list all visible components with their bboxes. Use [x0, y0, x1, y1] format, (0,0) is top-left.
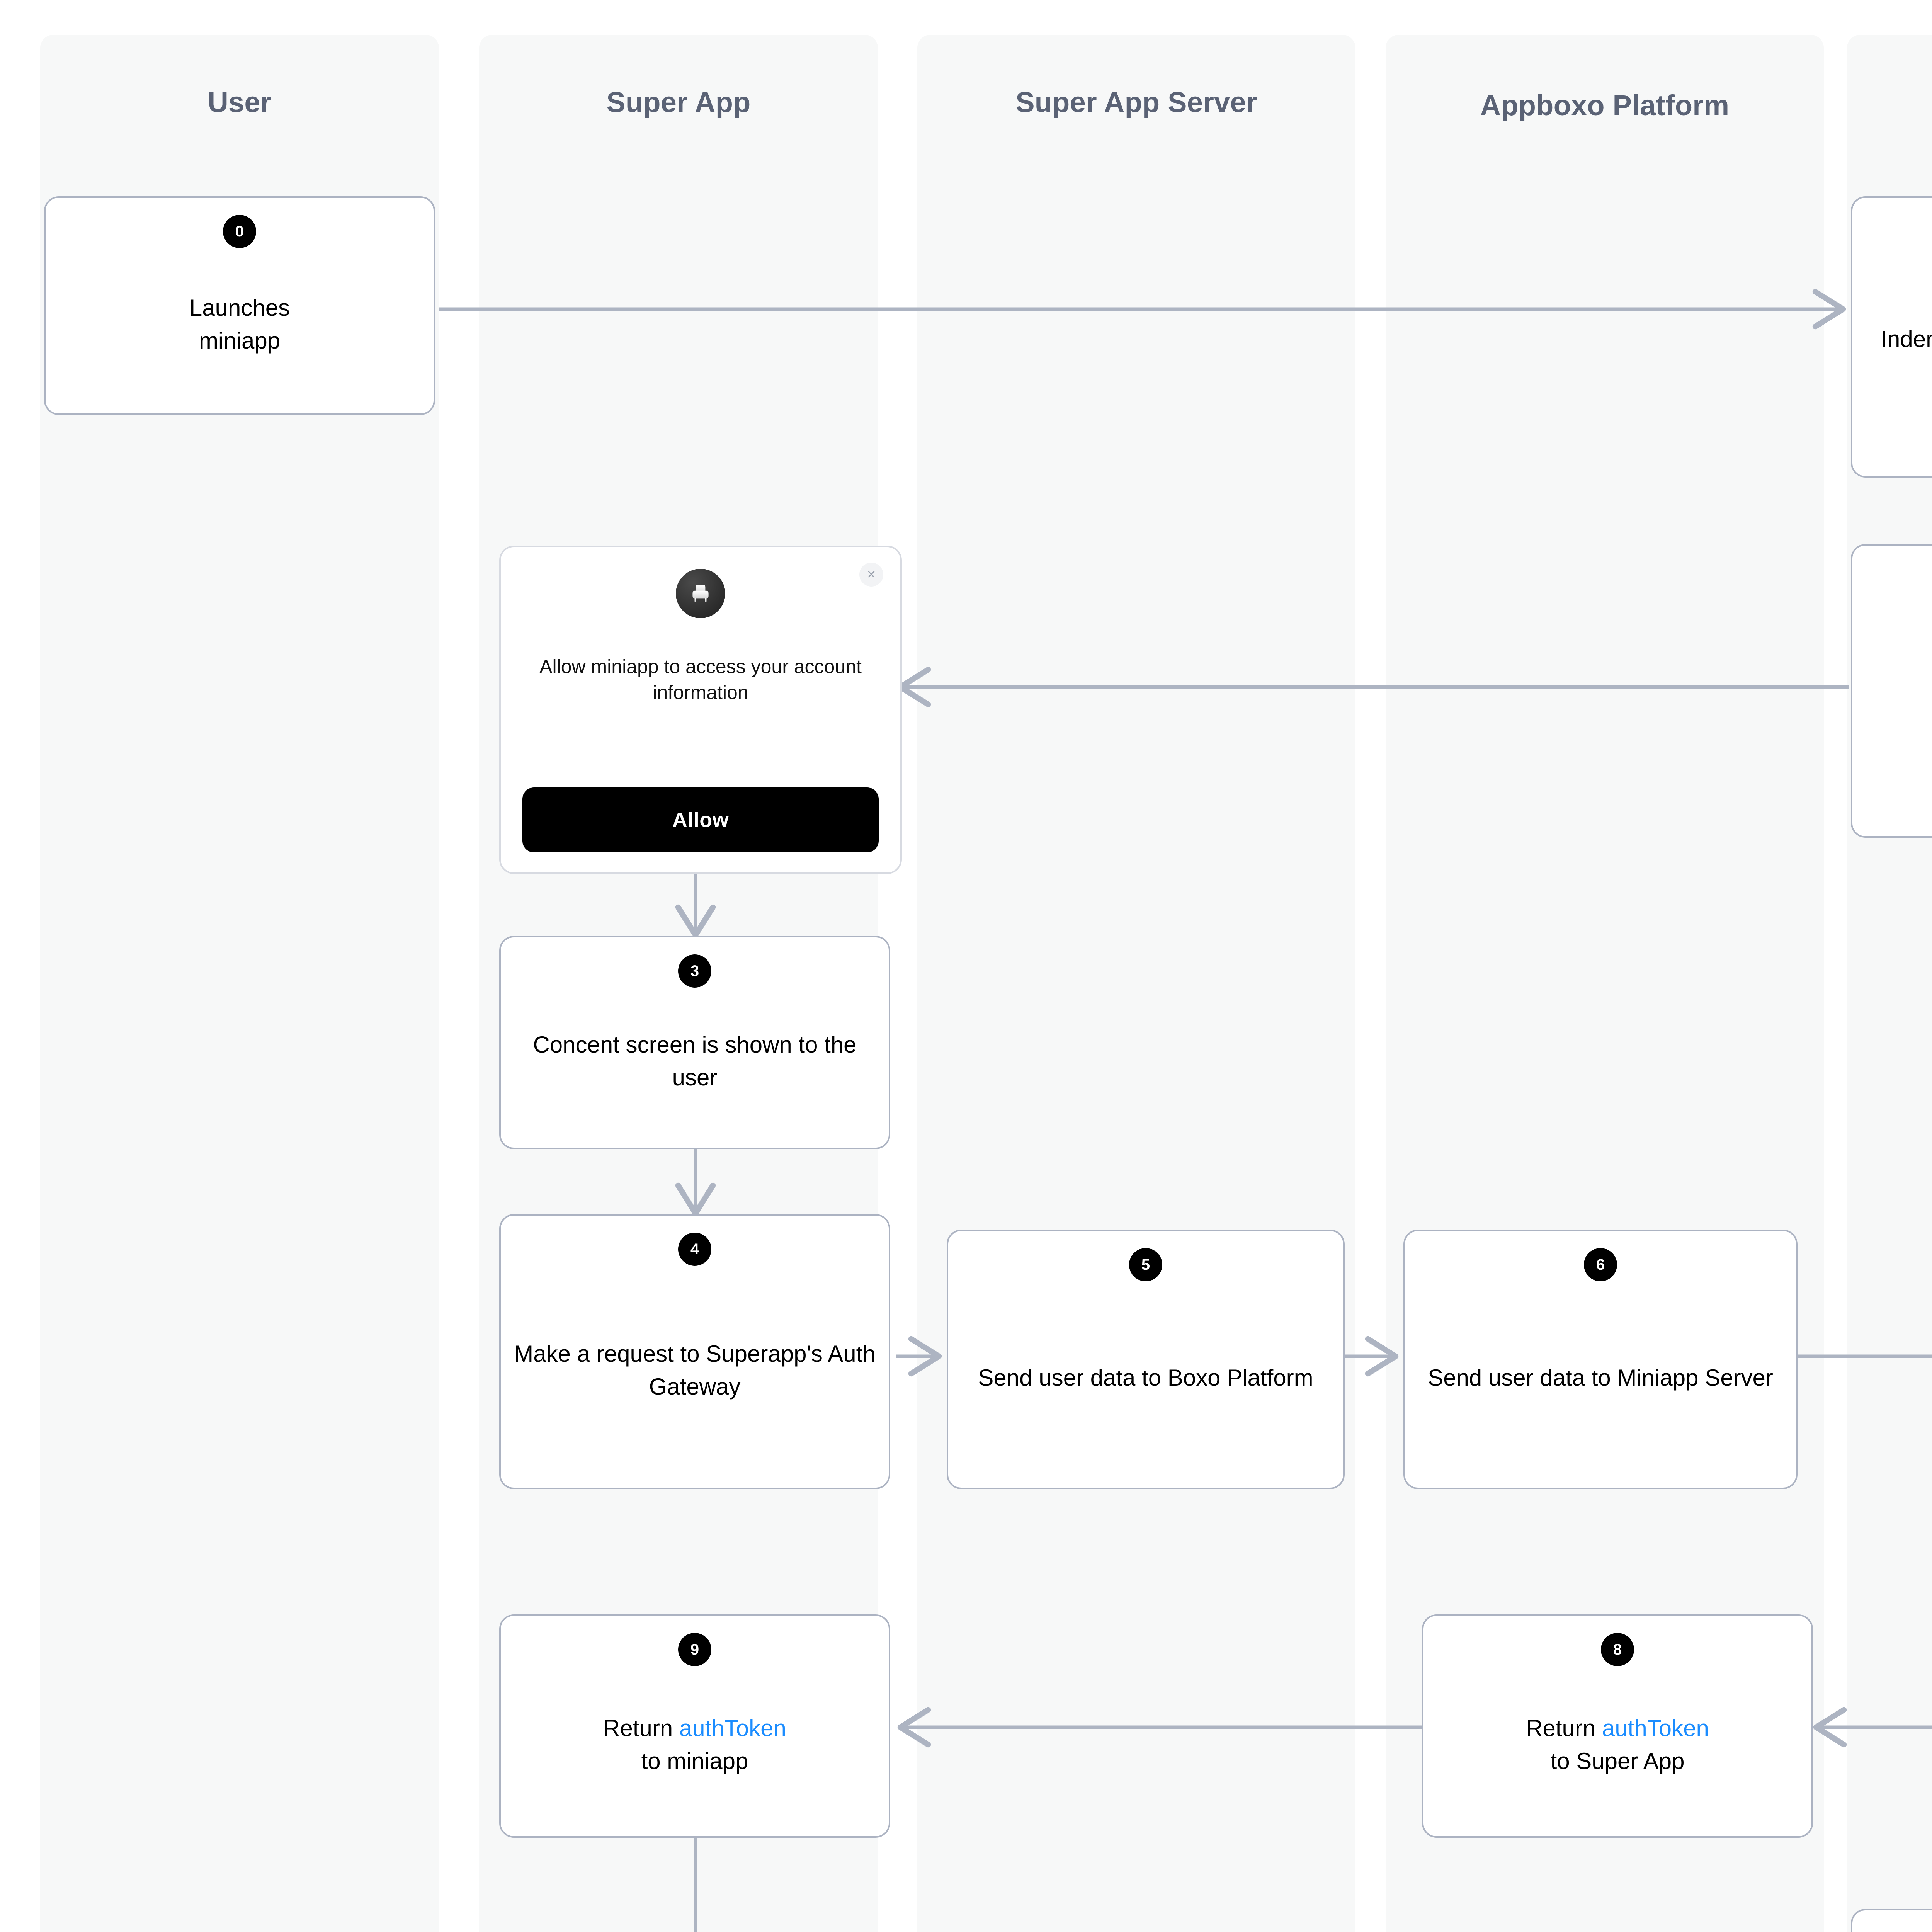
lane-header-user: User — [207, 86, 272, 118]
step-card-2[interactable]: 2 Calls appboxosdk.login JS SDK event — [1851, 544, 1932, 838]
step-badge: 4 — [678, 1233, 711, 1266]
step-text: Return authToken to Super App — [1526, 1715, 1709, 1774]
close-icon[interactable]: × — [859, 563, 883, 587]
step-text: Indentifies the user and proceed with th… — [1881, 326, 1932, 352]
step-card-5[interactable]: 5 Send user data to Boxo Platform — [947, 1230, 1345, 1489]
step-badge: 5 — [1129, 1248, 1162, 1281]
step-card-8[interactable]: 8 Return authToken to Super App — [1422, 1614, 1813, 1838]
step-badge: 3 — [678, 954, 711, 988]
consent-message: Allow miniapp to access your account inf… — [539, 656, 862, 703]
step-text: Concent screen is shown to the user — [533, 1031, 857, 1090]
auth-token-token: authToken — [679, 1715, 786, 1741]
step-card-6[interactable]: 6 Send user data to Miniapp Server — [1403, 1230, 1798, 1489]
step-text: Make a request to Superapp's Auth Gatewa… — [514, 1340, 876, 1400]
step-card-3[interactable]: 3 Concent screen is shown to the user — [499, 936, 890, 1149]
step-text: Send user data to Boxo Platform — [978, 1365, 1313, 1391]
step-card-9[interactable]: 9 Return authToken to miniapp — [499, 1614, 890, 1838]
consent-dialog-card[interactable]: × Allow miniapp to access your account i… — [499, 546, 902, 874]
auth-token-token: authToken — [1602, 1715, 1709, 1741]
step-badge: 6 — [1584, 1248, 1617, 1281]
step-badge: 8 — [1601, 1633, 1634, 1666]
step-card-1[interactable]: 1 Indentifies the user and proceed with … — [1851, 196, 1932, 478]
step-card-4[interactable]: 4 Make a request to Superapp's Auth Gate… — [499, 1214, 890, 1489]
step-badge: 9 — [678, 1633, 711, 1666]
lane-super-app-server — [917, 35, 1355, 1932]
step-text: Calls appboxosdk.login JS SDK event — [1852, 596, 1932, 836]
allow-button[interactable]: Allow — [522, 787, 879, 852]
lane-header-super-app-server: Super App Server — [1015, 86, 1257, 118]
step-card-10[interactable]: 10 Authorize user in miniapp server — [1851, 1909, 1932, 1932]
step-text: Send user data to Miniapp Server — [1428, 1365, 1773, 1391]
step-text: Return authToken to miniapp — [603, 1715, 786, 1774]
lane-header-appboxo-platform: Appboxo Platform — [1480, 89, 1730, 121]
step-badge: 0 — [223, 215, 256, 248]
lane-header-super-app: Super App — [606, 86, 751, 118]
armchair-icon — [676, 569, 725, 618]
